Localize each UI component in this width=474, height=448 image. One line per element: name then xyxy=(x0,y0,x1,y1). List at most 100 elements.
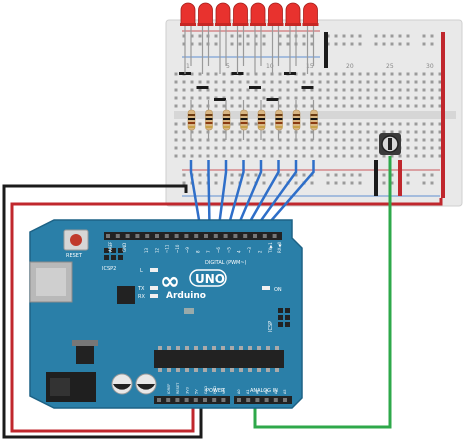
led-l xyxy=(150,268,158,272)
resistor-band xyxy=(258,118,265,120)
rail-hole xyxy=(262,42,266,46)
chip-pin xyxy=(221,368,225,372)
breadboard-hole xyxy=(414,154,418,158)
breadboard-hole xyxy=(318,88,322,92)
breadboard-hole xyxy=(174,122,178,126)
breadboard-hole xyxy=(246,104,250,108)
breadboard-hole xyxy=(246,138,250,142)
breadboard-hole xyxy=(438,130,442,134)
breadboard-hole xyxy=(254,80,258,84)
icsp2-header xyxy=(104,248,123,260)
breadboard-hole xyxy=(414,80,418,84)
breadboard-hole xyxy=(230,88,234,92)
breadboard-hole xyxy=(262,154,266,158)
led xyxy=(268,2,283,25)
chip-pin xyxy=(257,368,261,372)
col-label: 10 xyxy=(266,63,274,70)
breadboard-hole xyxy=(398,130,402,134)
breadboard-hole xyxy=(390,104,394,108)
breadboard-hole xyxy=(390,72,394,76)
rail-hole xyxy=(254,34,258,38)
breadboard-hole xyxy=(198,122,202,126)
breadboard-hole xyxy=(318,80,322,84)
breadboard-hole xyxy=(214,130,218,134)
breadboard-hole xyxy=(254,154,258,158)
breadboard-hole xyxy=(174,72,178,76)
breadboard-hole xyxy=(278,72,282,76)
breadboard-hole xyxy=(334,130,338,134)
breadboard-hole xyxy=(358,138,362,142)
rail-hole xyxy=(302,42,306,46)
breadboard-hole xyxy=(366,96,370,100)
icsp-pin xyxy=(278,322,283,327)
breadboard-hole xyxy=(262,88,266,92)
breadboard-hole xyxy=(326,130,330,134)
rx-label: RX xyxy=(138,294,145,300)
breadboard-hole xyxy=(326,146,330,150)
rail-hole xyxy=(254,173,258,177)
analog-pin-label: A1 xyxy=(246,389,250,394)
breadboard-hole xyxy=(262,96,266,100)
digital-pin-label: 2 xyxy=(257,250,262,253)
rail-hole xyxy=(310,181,314,185)
rail-hole xyxy=(430,173,434,177)
breadboard-hole xyxy=(238,88,242,92)
breadboard-hole xyxy=(310,104,314,108)
reset-label: RESET xyxy=(66,253,83,259)
led-rim xyxy=(250,23,266,26)
breadboard-hole xyxy=(374,96,378,100)
resistor-band xyxy=(205,118,213,120)
digital-pin-label: ~9 xyxy=(185,247,190,253)
breadboard-hole xyxy=(222,72,226,76)
breadboard-hole xyxy=(254,122,258,126)
breadboard-hole xyxy=(174,80,178,84)
breadboard-hole xyxy=(398,122,402,126)
header-hole xyxy=(272,234,277,238)
breadboard-hole xyxy=(358,80,362,84)
breadboard-hole xyxy=(414,96,418,100)
breadboard-hole xyxy=(414,104,418,108)
breadboard-hole xyxy=(430,154,434,158)
led-rim xyxy=(232,23,249,26)
breadboard-hole xyxy=(238,154,242,158)
breadboard-hole xyxy=(422,96,426,100)
breadboard-hole xyxy=(238,146,242,150)
breadboard-hole xyxy=(342,88,346,92)
breadboard-hole xyxy=(174,104,178,108)
pot-power-jumper xyxy=(398,160,402,196)
ground-jumper xyxy=(249,86,261,89)
col-label: 25 xyxy=(386,63,394,70)
breadboard-hole xyxy=(190,104,194,108)
resistor-band xyxy=(258,114,265,116)
resistor-band xyxy=(258,126,265,128)
breadboard-hole xyxy=(302,80,306,84)
resistor-band xyxy=(310,122,318,124)
breadboard-hole xyxy=(214,122,218,126)
breadboard-hole xyxy=(350,130,354,134)
resistor-band xyxy=(223,122,230,124)
chip-pin xyxy=(230,368,234,372)
breadboard-hole xyxy=(182,146,186,150)
breadboard-hole xyxy=(406,80,410,84)
wire-ground xyxy=(2,184,203,439)
breadboard-hole xyxy=(286,96,290,100)
atmega-chip xyxy=(154,350,284,368)
chip-pin xyxy=(266,346,270,350)
breadboard-hole xyxy=(374,88,378,92)
breadboard-hole xyxy=(190,72,194,76)
breadboard-hole xyxy=(286,122,290,126)
rail-hole xyxy=(190,42,194,46)
breadboard-hole xyxy=(350,154,354,158)
header-hole xyxy=(145,234,150,238)
chip-pin xyxy=(203,346,207,350)
breadboard-hole xyxy=(310,154,314,158)
breadboard-hole xyxy=(294,146,298,150)
digital-pin-label: 12 xyxy=(154,247,159,253)
breadboard-hole xyxy=(270,104,274,108)
breadboard-hole xyxy=(278,80,282,84)
led-rim xyxy=(180,23,196,26)
breadboard-hole xyxy=(214,104,218,108)
led xyxy=(198,2,213,25)
reset-button-cap[interactable] xyxy=(70,234,82,246)
breadboard-hole xyxy=(182,96,186,100)
